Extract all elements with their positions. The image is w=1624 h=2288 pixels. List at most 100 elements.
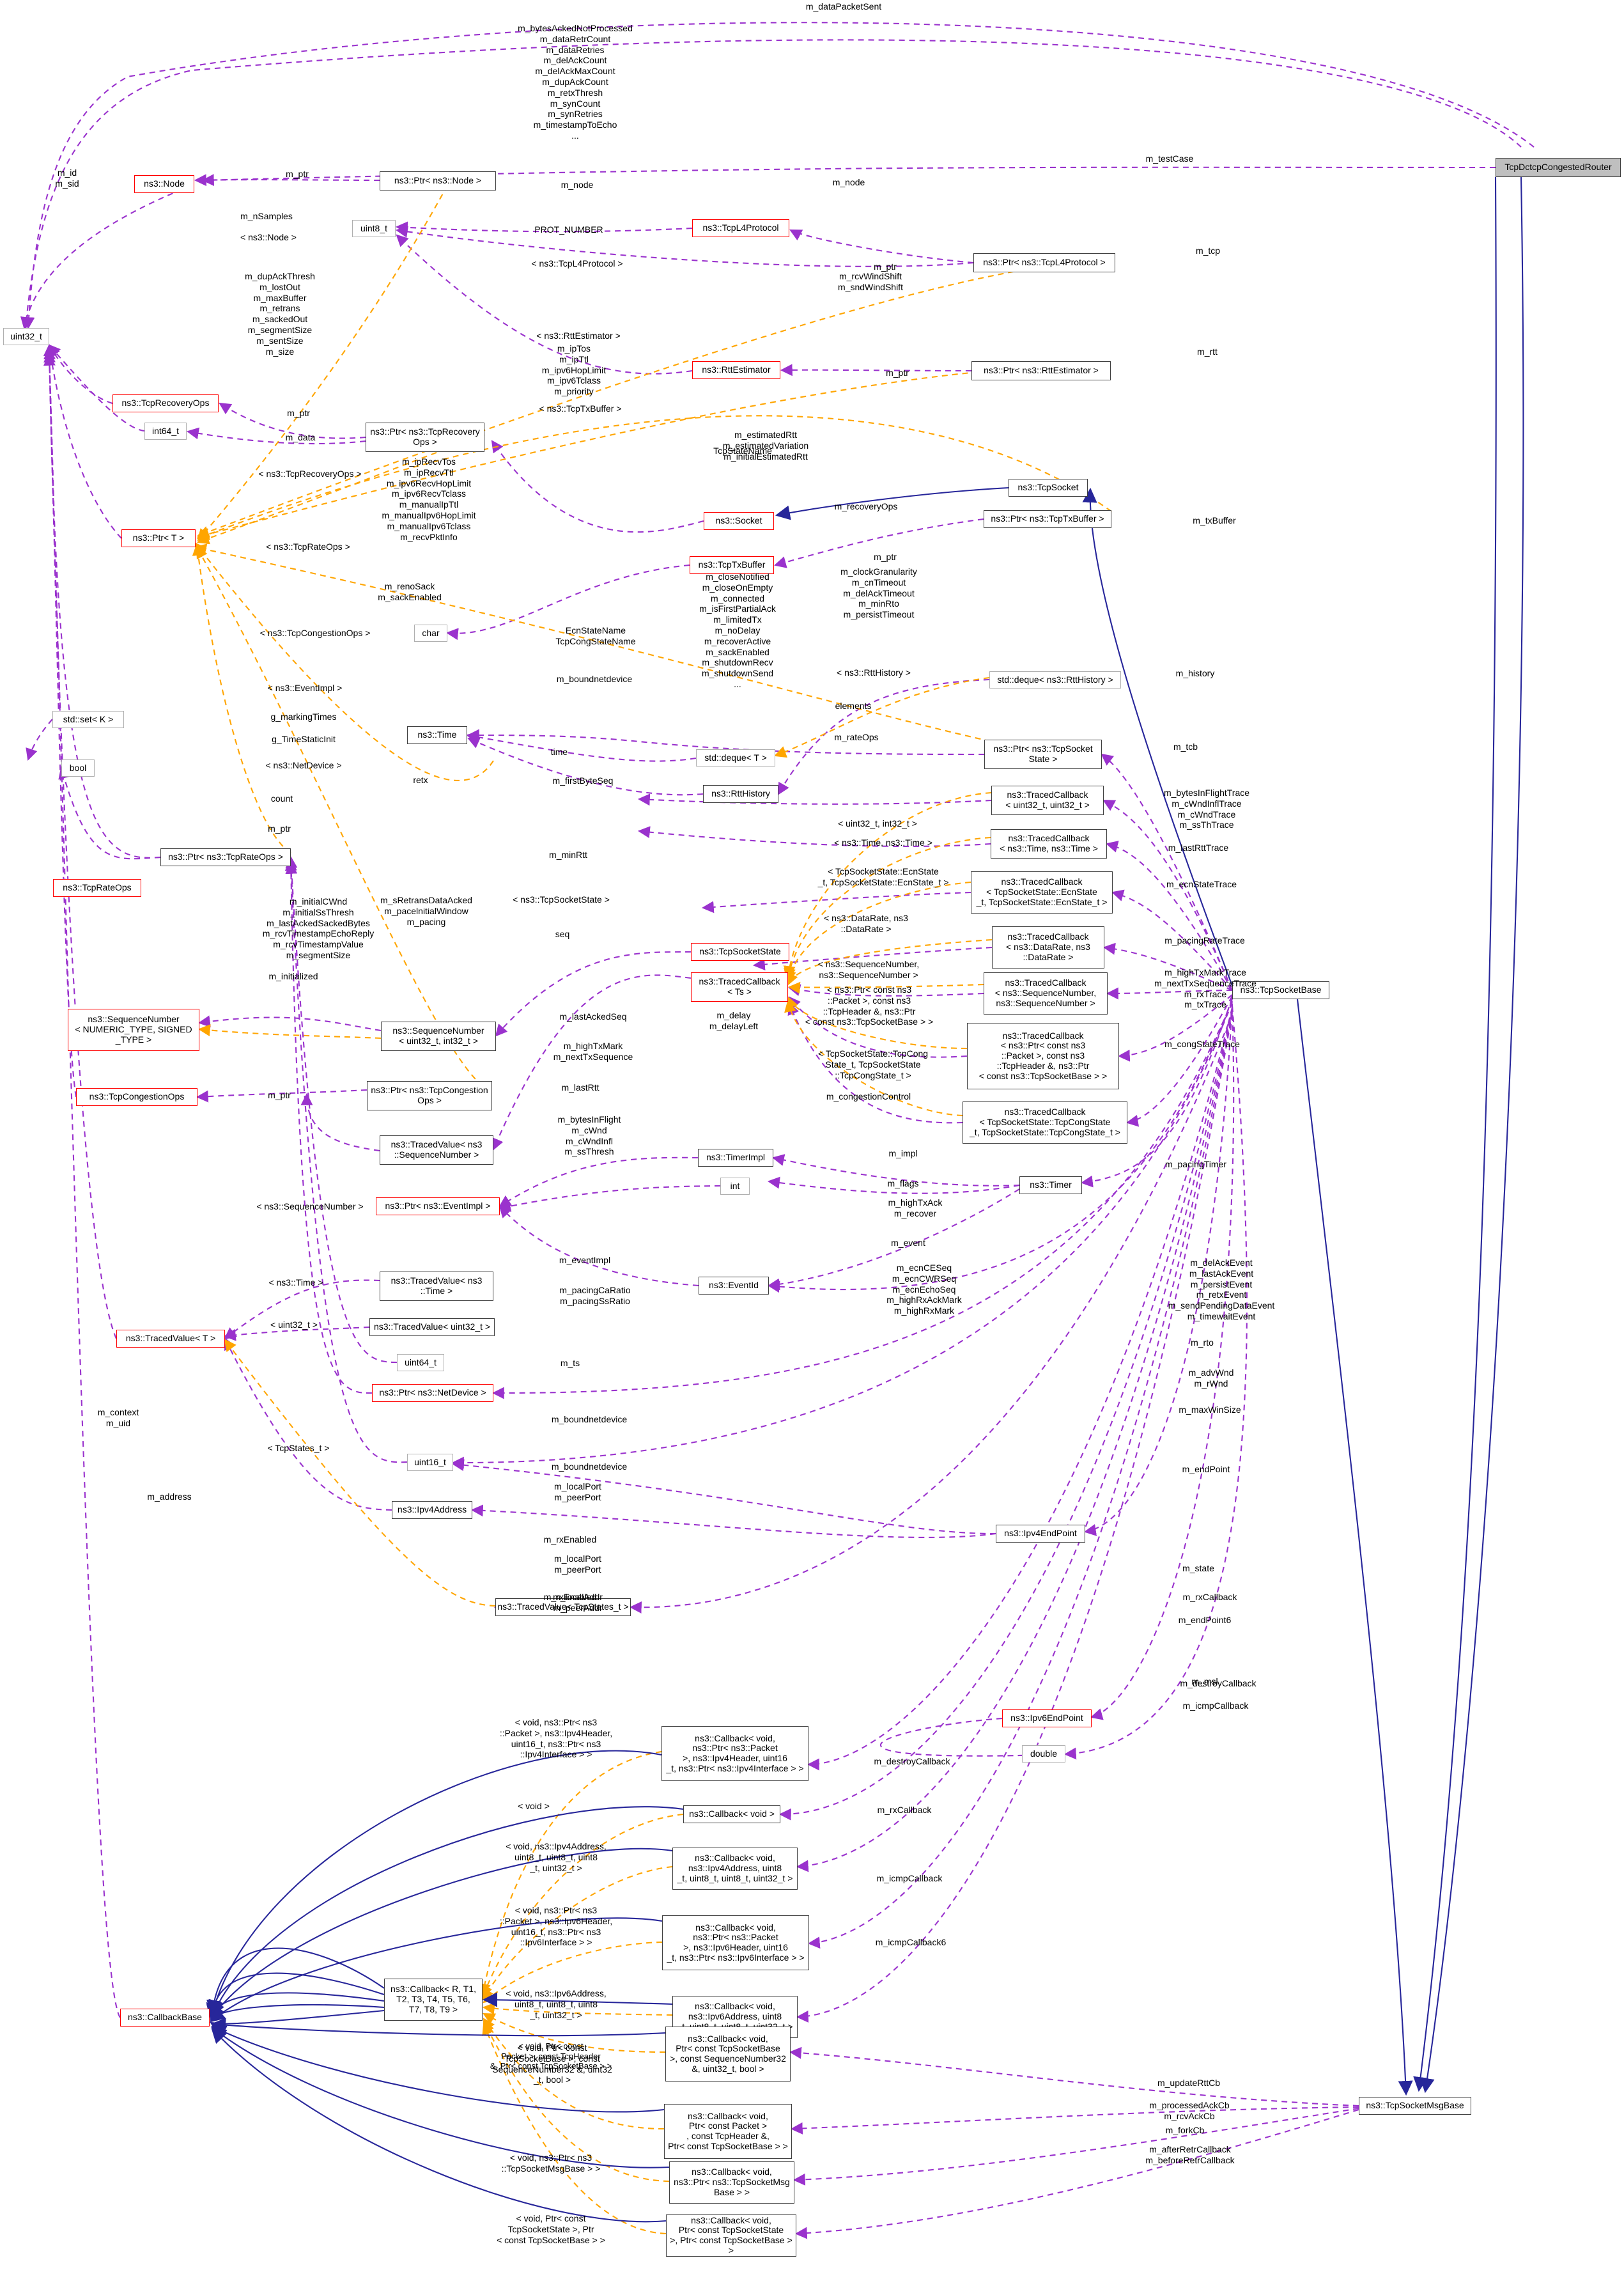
class-node-ptrTxBuffer[interactable]: ns3::Ptr< ns3::TcpTxBuffer > xyxy=(984,510,1111,528)
edge-label-l-localPort1: m_localPort m_peerPort xyxy=(554,1481,601,1502)
edge-label-l-maxWinSize: m_maxWinSize xyxy=(1179,1405,1241,1415)
class-node-socket[interactable]: ns3::Socket xyxy=(704,512,774,530)
edge-label-l-ptr-rtt: m_ptr xyxy=(886,368,909,378)
class-node-tcpRecovery[interactable]: ns3::TcpRecoveryOps xyxy=(112,394,219,412)
class-node-callbackBase[interactable]: ns3::CallbackBase xyxy=(120,2009,210,2027)
class-node-tcCong[interactable]: ns3::TracedCallback < TcpSocketState::Tc… xyxy=(963,1101,1127,1144)
edge-label-l-recovTmpl: < ns3::TcpRecoveryOps > xyxy=(258,469,362,479)
edge-label-l-ecnTmpl: < TcpSocketState::EcnState _t, TcpSocket… xyxy=(817,866,949,887)
class-node-time[interactable]: ns3::Time xyxy=(407,726,467,744)
class-node-ptrEventImpl[interactable]: ns3::Ptr< ns3::EventImpl > xyxy=(376,1197,500,1215)
edge-label-l-ptr-tcpl4: m_ptr xyxy=(874,261,897,272)
edge-label-l-icmpCb6: m_icmpCallback6 xyxy=(875,1937,947,1947)
class-node-ptrNode[interactable]: ns3::Ptr< ns3::Node > xyxy=(380,171,496,191)
class-node-node[interactable]: ns3::Node xyxy=(134,175,194,193)
edge-label-l-protnumber: PROT_NUMBER xyxy=(534,224,603,235)
class-node-seqNum[interactable]: ns3::SequenceNumber < uint32_t, int32_t … xyxy=(381,1022,496,1051)
class-node-ptrRttEst[interactable]: ns3::Ptr< ns3::RttEstimator > xyxy=(971,361,1111,380)
class-node-tcpSockState[interactable]: ns3::TcpSocketState xyxy=(691,943,789,961)
class-node-ptrSockState[interactable]: ns3::Ptr< ns3::TcpSocket State > xyxy=(984,740,1102,769)
edge-label-l-ecnStateName: EcnStateName TcpCongStateName xyxy=(555,625,636,646)
class-node-uint64[interactable]: uint64_t xyxy=(397,1354,444,1371)
class-node-ptrTcpL4[interactable]: ns3::Ptr< ns3::TcpL4Protocol > xyxy=(973,253,1115,272)
edge-label-l-dataRateTmpl: < ns3::DataRate, ns3 ::DataRate > xyxy=(824,913,908,934)
class-node-char[interactable]: char xyxy=(414,625,447,642)
class-node-tcpCongOps[interactable]: ns3::TcpCongestionOps xyxy=(76,1088,197,1106)
class-node-tcPacket[interactable]: ns3::TracedCallback < ns3::Ptr< const ns… xyxy=(967,1023,1119,1089)
class-node-eventId[interactable]: ns3::EventId xyxy=(699,1277,769,1295)
class-node-ptrT[interactable]: ns3::Ptr< T > xyxy=(121,529,196,547)
class-node-cbIpv6Hdr[interactable]: ns3::Callback< void, ns3::Ptr< ns3::Pack… xyxy=(662,1915,809,1970)
class-node-seqNumTmpl[interactable]: ns3::SequenceNumber < NUMERIC_TYPE, SIGN… xyxy=(68,1009,199,1051)
class-node-timer[interactable]: ns3::Timer xyxy=(1019,1176,1082,1194)
class-node-timerImpl[interactable]: ns3::TimerImpl xyxy=(698,1149,773,1167)
class-node-tvSeqNum[interactable]: ns3::TracedValue< ns3 ::SequenceNumber > xyxy=(380,1135,493,1165)
class-node-tcUint32[interactable]: ns3::TracedCallback < uint32_t, uint32_t… xyxy=(991,786,1104,815)
class-node-int64[interactable]: int64_t xyxy=(144,423,187,440)
edge-label-l-voidTmpl: < void > xyxy=(518,1801,550,1811)
class-node-ipv6EndPoint[interactable]: ns3::Ipv6EndPoint xyxy=(1002,1709,1092,1727)
class-node-ptrCongOps[interactable]: ns3::Ptr< ns3::TcpCongestion Ops > xyxy=(367,1081,492,1110)
class-node-tcSeqNum[interactable]: ns3::TracedCallback < ns3::SequenceNumbe… xyxy=(984,972,1108,1015)
class-node-tvTime[interactable]: ns3::TracedValue< ns3 ::Time > xyxy=(380,1272,493,1301)
class-node-tvTcpStates[interactable]: ns3::TracedValue< TcpStates_t > xyxy=(495,1598,631,1616)
class-node-rttHistory[interactable]: ns3::RttHistory xyxy=(703,785,778,803)
class-node-rttEst[interactable]: ns3::RttEstimator xyxy=(692,361,780,379)
edge-label-l-sockStateTmpl: < ns3::TcpSocketState > xyxy=(513,894,610,905)
edge-label-l-netdevTmpl: < ns3::NetDevice > xyxy=(265,760,342,770)
edge-label-l-seqNumTmpl2: < ns3::SequenceNumber > xyxy=(256,1201,364,1211)
edge-label-l-rxCallback2: m_rxCallback xyxy=(877,1805,932,1815)
edge-label-l-rttHistTmpl: < ns3::RttHistory > xyxy=(837,667,911,678)
class-node-uint16[interactable]: uint16_t xyxy=(407,1454,453,1471)
class-node-cbMsgBase[interactable]: ns3::Callback< void, ns3::Ptr< ns3::TcpS… xyxy=(669,2161,794,2204)
edge-label-l-tcbfields: m_dupAckThresh m_lostOut m_maxBuffer m_r… xyxy=(245,271,315,357)
class-node-root[interactable]: TcpDctcpCongestedRouter xyxy=(1496,158,1621,177)
class-node-ipv4EndPoint[interactable]: ns3::Ipv4EndPoint xyxy=(996,1525,1085,1543)
class-node-tvT[interactable]: ns3::TracedValue< T > xyxy=(116,1330,225,1348)
class-node-uint32[interactable]: uint32_t xyxy=(3,328,49,345)
class-node-tcpSocketBase[interactable]: ns3::TcpSocketBase xyxy=(1232,981,1329,999)
class-node-dequeT[interactable]: std::deque< T > xyxy=(696,749,775,767)
class-node-cbTcpHdr[interactable]: ns3::Callback< void, Ptr< const Packet >… xyxy=(664,2104,792,2159)
class-node-cbSeqNum32[interactable]: ns3::Callback< void, Ptr< const TcpSocke… xyxy=(665,2027,791,2082)
class-node-ptrRecovery[interactable]: ns3::Ptr< ns3::TcpRecovery Ops > xyxy=(366,423,484,452)
class-node-double[interactable]: double xyxy=(1022,1745,1065,1763)
class-node-cbIpv4Addr[interactable]: ns3::Callback< void, ns3::Ipv4Address, u… xyxy=(672,1848,798,1890)
class-node-dequeRtt[interactable]: std::deque< ns3::RttHistory > xyxy=(989,671,1121,689)
class-node-tcpL4[interactable]: ns3::TcpL4Protocol xyxy=(692,219,789,237)
edge-label-l-afterRetrCb: m_afterRetrCallback m_beforeRetrCallback xyxy=(1145,2144,1235,2165)
class-node-tcpRateOps[interactable]: ns3::TcpRateOps xyxy=(53,879,141,897)
class-node-cbIpv4Hdr[interactable]: ns3::Callback< void, ns3::Ptr< ns3::Pack… xyxy=(661,1726,808,1781)
class-node-tcDataRate[interactable]: ns3::TracedCallback < ns3::DataRate, ns3… xyxy=(992,926,1104,969)
class-node-int[interactable]: int xyxy=(720,1178,750,1195)
class-node-ipv4Addr[interactable]: ns3::Ipv4Address xyxy=(392,1501,472,1519)
class-node-tcTime[interactable]: ns3::TracedCallback < ns3::Time, ns3::Ti… xyxy=(991,829,1107,859)
class-node-tcpSocketMsgBase[interactable]: ns3::TcpSocketMsgBase xyxy=(1359,2097,1471,2115)
class-node-cbSockState[interactable]: ns3::Callback< void, Ptr< const TcpSocke… xyxy=(666,2214,796,2257)
edge-label-l-ipv4HdrTmpl: < void, ns3::Ptr< ns3 ::Packet >, ns3::I… xyxy=(499,1717,613,1760)
edge-label-l-seq: seq xyxy=(555,929,570,939)
edge-label-l-congOpsTmpl: < ns3::TcpCongestionOps > xyxy=(259,628,371,638)
edge-label-l-iprecvtos: m_ipRecvTos m_ipRecvTtl m_ipv6RecvHopLim… xyxy=(382,456,476,542)
class-node-txBuffer[interactable]: ns3::TcpTxBuffer xyxy=(690,556,774,574)
edge-label-l-initialized: m_initialized xyxy=(268,971,318,981)
class-node-tvUint32[interactable]: ns3::TracedValue< uint32_t > xyxy=(369,1318,495,1336)
class-node-ptrRateOps[interactable]: ns3::Ptr< ns3::TcpRateOps > xyxy=(160,848,291,866)
edge-label-l-count: count xyxy=(270,793,293,804)
edge-label-l-packetTmpl: < ns3::Ptr< const ns3 ::Packet >, const … xyxy=(805,984,934,1027)
class-node-tcEcn[interactable]: ns3::TracedCallback < TcpSocketState::Ec… xyxy=(971,871,1113,914)
class-node-cbVoid[interactable]: ns3::Callback< void > xyxy=(683,1805,780,1823)
edge-label-l-endPoint: m_endPoint xyxy=(1182,1464,1230,1474)
class-node-stdset[interactable]: std::set< K > xyxy=(52,711,124,728)
edge-label-l-forkCb: m_forkCb xyxy=(1165,2125,1205,2135)
edge-label-l-clockgran: m_clockGranularity m_cnTimeout m_delAckT… xyxy=(840,566,917,620)
edge-label-l-rxEnabled2: m_rxEnabled xyxy=(543,1592,597,1602)
class-node-bool[interactable]: bool xyxy=(61,759,95,777)
class-node-uint8[interactable]: uint8_t xyxy=(352,220,396,237)
class-node-tcpSocket[interactable]: ns3::TcpSocket xyxy=(1009,479,1088,497)
class-node-callbackRT[interactable]: ns3::Callback< R, T1, T2, T3, T4, T5, T6… xyxy=(384,1979,483,2021)
class-node-tcTs[interactable]: ns3::TracedCallback < Ts > xyxy=(691,972,788,1002)
edge-label-l-uint32int32: < uint32_t, int32_t > xyxy=(838,818,917,829)
class-node-ptrNetDev[interactable]: ns3::Ptr< ns3::NetDevice > xyxy=(372,1384,493,1402)
edge-label-l-tcpStateName: TcpStateName xyxy=(713,446,772,456)
